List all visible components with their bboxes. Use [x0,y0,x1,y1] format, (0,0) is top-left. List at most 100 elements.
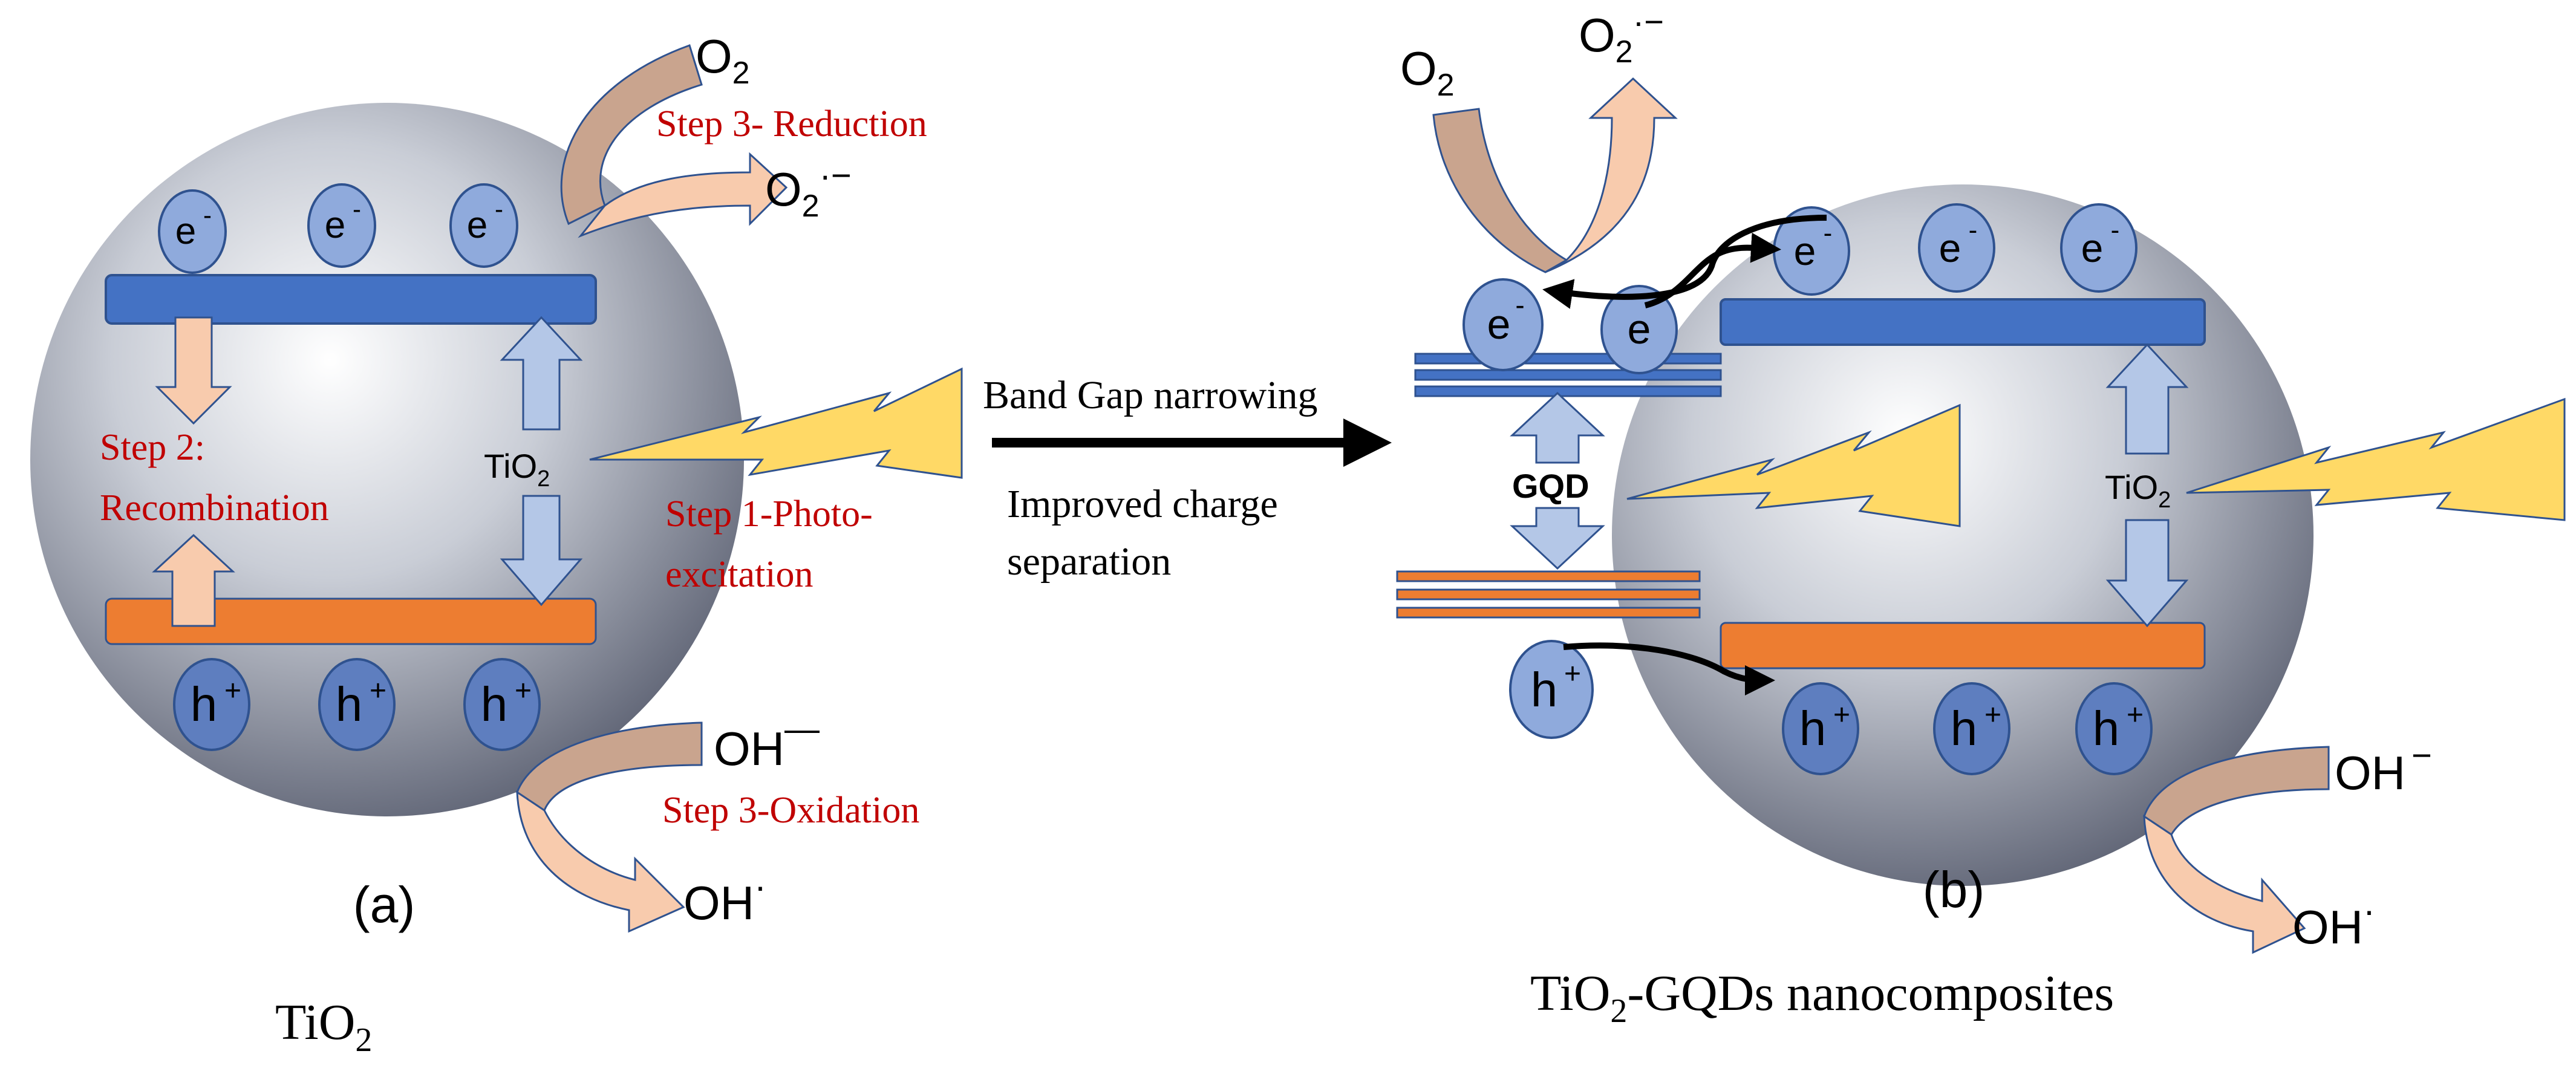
hole-label: h [1951,702,1978,755]
excitation-arrow-up [2105,343,2189,455]
gqd-valence-band [1396,607,1701,619]
gqd-hole: h + [1509,640,1594,739]
lightning-icon [1626,403,1961,527]
recombination-arrow-down [155,316,232,425]
transition: Band Gap narrowing Improved charge separ… [983,373,1392,584]
hole-label: h [336,677,363,731]
electron: e - [1773,206,1850,296]
hole: h + [463,658,541,751]
reduction-arrow-tail [560,44,703,226]
gqd-label: GQD [1512,467,1590,505]
electron: e - [158,189,227,274]
gqd-reduction-arrow-tail [1432,108,1569,273]
oxidation-reactant: OH— [714,709,820,775]
photoexcitation-step-label: excitation [665,554,813,595]
hole: h + [173,658,250,751]
conduction-band [105,274,597,325]
hole-label: h [1531,663,1558,717]
svg-text:+: + [1984,699,2001,731]
oxidation-product: OH· [2292,890,2375,954]
gqd-valence-band [1396,570,1701,582]
hole: h + [1933,682,2010,775]
hole-transfer-arrow [1563,642,1775,695]
valence-band [1720,622,2206,669]
svg-text:+: + [1833,699,1850,731]
oxidation-arrow-head [2143,815,2306,954]
svg-text:-: - [1515,289,1524,321]
svg-text:-: - [203,201,212,229]
gqd-conduction-band [1414,353,1722,365]
excitation-arrow-up [500,316,583,431]
lightning-icon [589,367,963,479]
electron: e - [2060,203,2137,293]
svg-text:-: - [1969,215,1978,245]
oxidation-arrow-head [516,790,685,933]
svg-text:-: - [353,195,361,223]
panel-label-a: (a) [353,876,416,933]
svg-text:+: + [1564,658,1581,690]
gqd-reduction-arrow-head [1545,77,1678,273]
electron: e - [307,183,376,268]
excitation-arrow-down [2105,519,2189,628]
svg-text:-: - [1824,218,1833,248]
electron-transfer-arrow [1644,232,1781,308]
svg-text:+: + [515,675,532,707]
electron-label: e [325,204,345,246]
electron-label: e [1939,226,1961,270]
electron-label: e [2081,226,2104,270]
svg-text:+: + [2127,699,2144,731]
band-gap-narrowing-label: Band Gap narrowing [983,373,1318,417]
svg-text:-: - [2111,215,2120,245]
caption-right: TiO2-GQDs nanocomposites [1530,965,2114,1030]
charge-separation-label: Improved charge [1007,482,1278,526]
reduction-arrow-head [578,152,788,238]
excitation-arrow-down [500,495,583,607]
gqd-excitation-arrow-up [1510,391,1605,464]
hole-label: h [1799,702,1827,755]
gqd-reduction-product: O2·− [1579,2,1664,70]
recombination-step-label: Recombination [100,487,329,529]
gqd-reduction-reactant: O2 [1400,42,1455,103]
hole-label: h [2093,702,2120,755]
gqd-electron: e [1600,285,1678,374]
electron-transfer-arrow [1542,215,1827,309]
reduction-reactant: O2 [696,30,750,91]
material-label: TiO2 [484,447,550,492]
conduction-band [1720,298,2206,346]
recombination-arrow-up [152,533,235,627]
hole: h + [2075,682,2153,775]
gqd-conduction-band [1414,385,1722,397]
electron-label: e [1487,301,1511,348]
gqd-excitation-arrow-down [1510,507,1605,570]
hole: h + [318,658,396,751]
gqd-electron: e - [1462,278,1544,371]
hole-label: h [481,677,508,731]
svg-text:+: + [224,675,241,707]
reduction-product: O2·− [765,156,852,224]
hole: h + [1782,682,1859,775]
oxidation-product: OH· [683,866,766,929]
hole-label: h [191,677,218,731]
valence-band [105,597,597,645]
electron: e - [449,183,518,268]
right-panel: e - e e - e - e - O2 [1396,2,2566,1030]
svg-text:+: + [370,675,386,707]
panel-label-b: (b) [1923,861,1985,918]
reduction-step-label: Step 3- Reduction [656,103,927,145]
gqd-valence-band [1396,588,1701,601]
photoexcitation-step-label: Step 1-Photo- [665,493,873,535]
left-panel: e - e - e - h + h + h + [30,30,963,1059]
caption-left: TiO2 [275,994,372,1059]
recombination-step-label: Step 2: [100,427,205,468]
electron-label: e [1794,229,1816,273]
electron-label: e [1628,305,1651,353]
material-label: TiO2 [2105,468,2171,513]
svg-text:-: - [495,195,503,223]
gqd-conduction-band [1414,369,1722,381]
electron-label: e [467,204,487,246]
charge-separation-label: separation [1007,539,1171,584]
electron: e - [1918,203,1995,293]
oxidation-step-label: Step 3-Oxidation [662,790,919,831]
electron-label: e [175,210,196,252]
